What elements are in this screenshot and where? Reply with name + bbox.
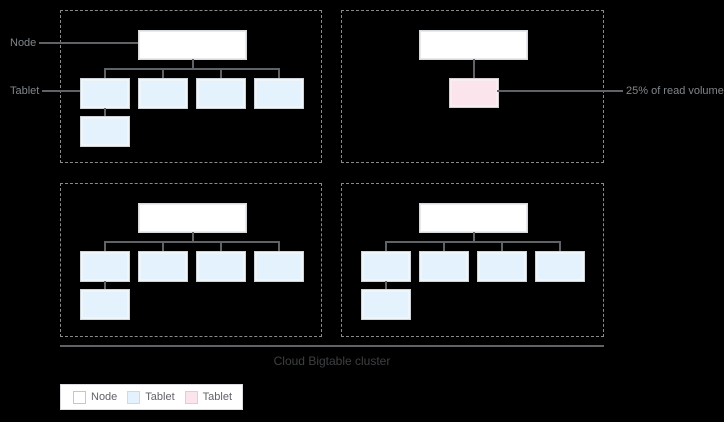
connector-stem: [192, 232, 194, 243]
legend: Node Tablet Tablet: [60, 384, 244, 410]
tablet-pointer-label: Tablet: [10, 85, 40, 97]
connector-drop: [104, 68, 106, 79]
tablet-box: [197, 79, 245, 108]
tablet-box: [81, 252, 129, 281]
legend-label-hot-tablet: Tablet: [202, 391, 233, 403]
connector-drop: [278, 241, 280, 252]
node-pointer-label: Node: [10, 37, 37, 49]
node-box: [139, 204, 246, 232]
connector-sub-stem: [385, 281, 387, 290]
node-swatch: [73, 390, 86, 404]
node-box: [139, 31, 246, 59]
node-box: [420, 31, 527, 59]
legend-item-node: Node: [73, 390, 118, 404]
tablet-box: [255, 252, 303, 281]
tablet-swatch: [127, 390, 141, 404]
tablet-box: [362, 290, 410, 319]
node-group-3-box: [60, 183, 322, 337]
tablet-box: [362, 252, 410, 281]
node-group-1-box: [60, 10, 322, 163]
connector-drop: [162, 241, 164, 252]
connector-drop: [559, 241, 561, 252]
cluster-title: Cloud Bigtable cluster: [273, 354, 391, 368]
tablet-box: [81, 79, 129, 108]
tablet-box: [139, 79, 187, 108]
connector-sub-stem: [104, 281, 106, 290]
tablet-box: [536, 252, 584, 281]
tablet-box: [255, 79, 303, 108]
node-pointer-line: [39, 42, 138, 44]
node-group-2-box: [341, 10, 604, 163]
connector-drop: [501, 241, 503, 252]
connector-drop: [162, 68, 164, 79]
connector-drop: [220, 241, 222, 252]
hot-tablet-swatch: [184, 390, 198, 404]
connector-sub-stem: [104, 108, 106, 117]
cluster-bracket-line: [60, 345, 604, 347]
legend-label-tablet: Tablet: [145, 391, 175, 403]
connector-drop: [104, 241, 106, 252]
tablet-box: [139, 252, 187, 281]
hot-annotation-label: 25% of read volume: [626, 85, 724, 97]
tablet-box: [81, 290, 129, 319]
connector-stem: [473, 232, 475, 243]
hot-tablet-box: [450, 79, 498, 107]
legend-label-node: Node: [91, 391, 118, 403]
connector-drop: [278, 68, 280, 79]
tablet-box: [81, 117, 129, 146]
legend-item-hot-tablet: Tablet: [184, 390, 233, 404]
connector-bar: [104, 68, 280, 70]
node-box: [420, 204, 527, 232]
hot-annotation-line: [497, 90, 623, 92]
connector-drop: [443, 241, 445, 252]
tablet-box: [197, 252, 245, 281]
connector-bar: [385, 241, 561, 243]
legend-item-tablet: Tablet: [127, 390, 175, 404]
connector-drop: [220, 68, 222, 79]
connector-stem: [192, 59, 194, 70]
tablet-pointer-line: [42, 90, 80, 92]
tablet-box: [478, 252, 526, 281]
node-group-4-box: [341, 183, 604, 337]
tablet-box: [420, 252, 468, 281]
connector-stem: [473, 59, 475, 79]
connector-drop: [385, 241, 387, 252]
connector-bar: [104, 241, 280, 243]
